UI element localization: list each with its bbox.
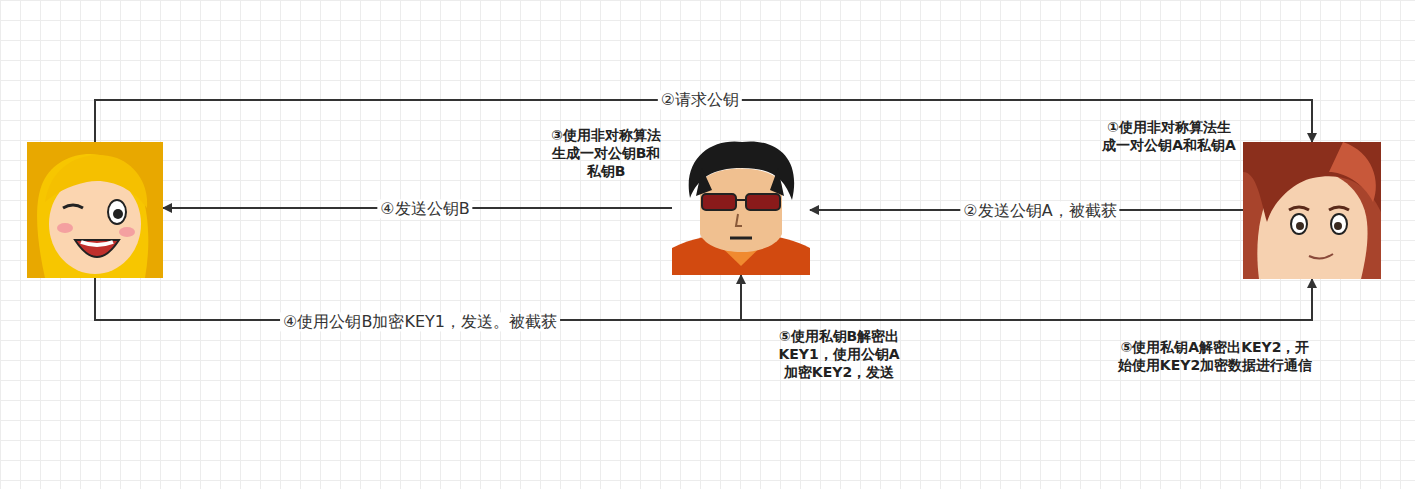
step-note: ①使用非对称算法生成一对公钥A和私钥A (1101, 118, 1237, 154)
character-node: ①使用非对称算法生成一对公钥A和私钥A⑤使用私钥A解密出KEY2，开始使用KEY… (1243, 142, 1381, 279)
edge-label: ④发送公钥B (377, 199, 472, 218)
edge-label: ②请求公钥 (658, 90, 742, 109)
girl-portrait (27, 142, 163, 278)
edge-label: ②发送公钥A，被截获 (960, 201, 1119, 220)
step-note: ⑤使用私钥B解密出KEY1，使用公钥A加密KEY2，发送 (778, 327, 900, 382)
edge-label: ④使用公钥B加密KEY1，发送。被截获 (280, 312, 560, 331)
step-note: ⑤使用私钥A解密出KEY2，开始使用KEY2加密数据进行通信 (1115, 338, 1315, 374)
character-node: ③使用非对称算法生成一对公钥B和私钥B⑤使用私钥B解密出KEY1，使用公钥A加密… (672, 138, 810, 275)
attacker-portrait (672, 138, 810, 275)
character-node (27, 142, 163, 278)
message-arrow (741, 275, 1312, 320)
step-note: ③使用非对称算法生成一对公钥B和私钥B (546, 126, 666, 181)
server-portrait (1243, 142, 1381, 279)
